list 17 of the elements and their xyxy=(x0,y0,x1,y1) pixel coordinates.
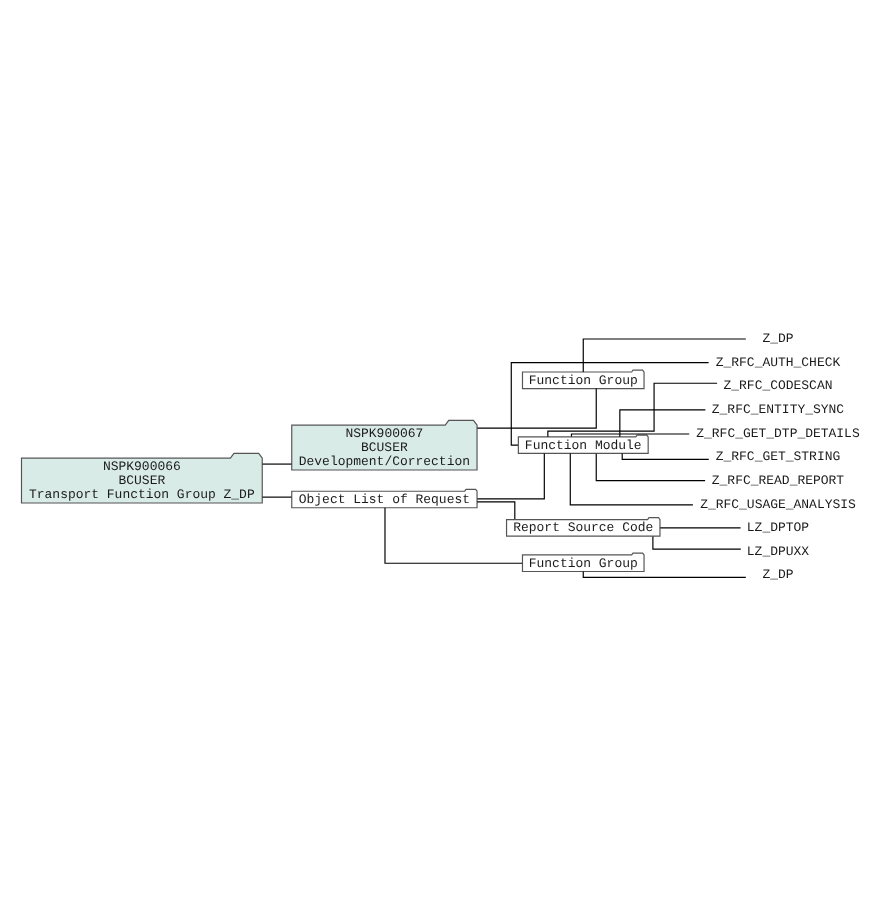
connector xyxy=(510,361,710,445)
connector xyxy=(547,381,718,437)
connector xyxy=(595,452,706,481)
connector xyxy=(569,451,694,505)
connector xyxy=(384,506,523,563)
connector xyxy=(570,432,690,437)
connector xyxy=(582,337,747,372)
connector xyxy=(652,534,742,549)
connector xyxy=(476,452,545,499)
connector xyxy=(476,387,597,428)
connector xyxy=(659,526,742,528)
connector xyxy=(619,408,706,437)
connector xyxy=(261,495,293,497)
connector xyxy=(621,452,710,459)
connector xyxy=(476,500,516,519)
connector xyxy=(582,570,747,577)
connector xyxy=(261,462,293,464)
